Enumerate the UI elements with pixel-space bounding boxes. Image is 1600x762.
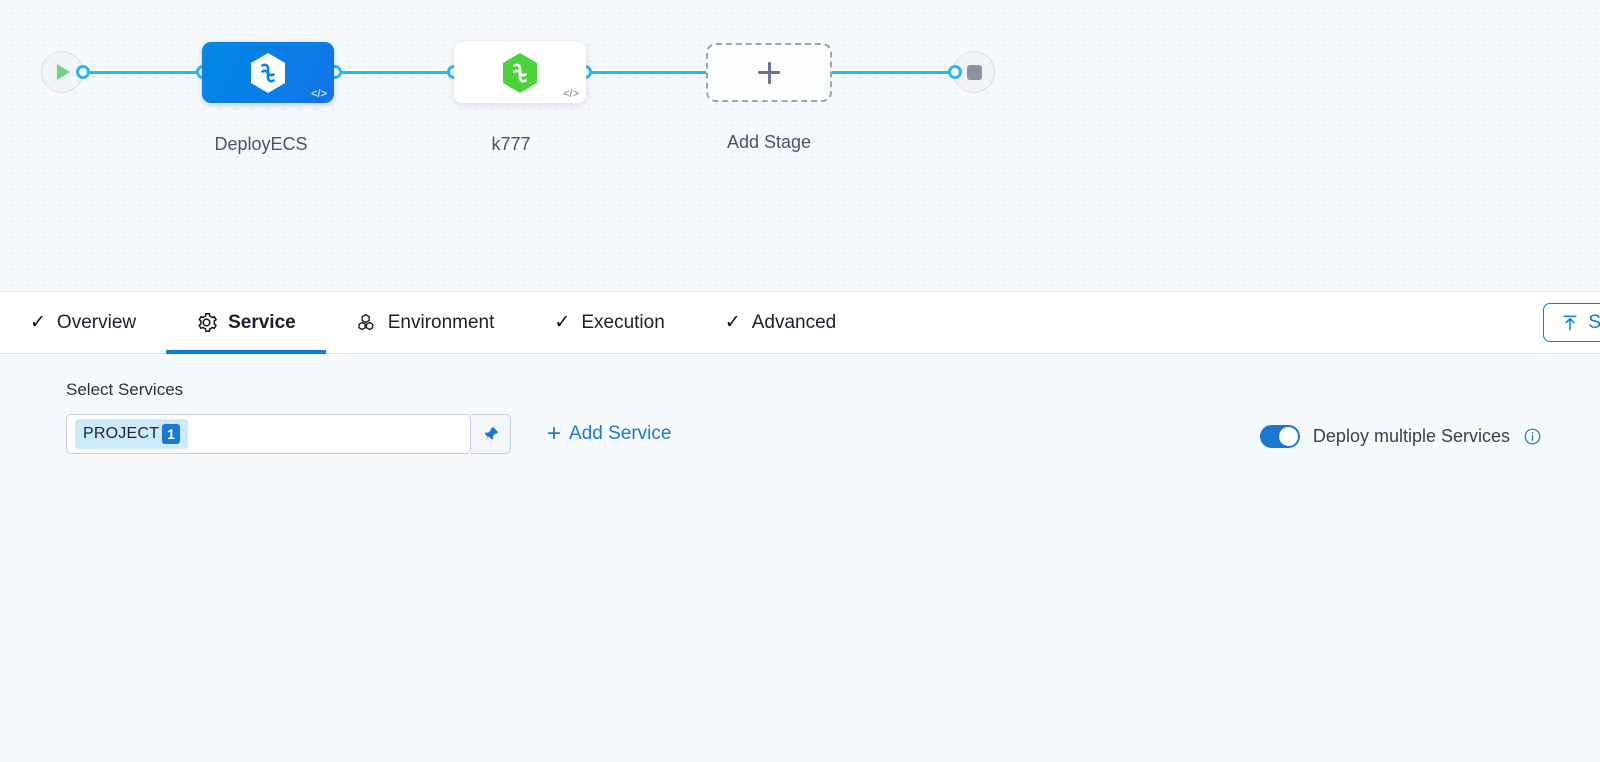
tab-label: Advanced: [751, 311, 837, 333]
select-services-label: Select Services: [66, 380, 184, 399]
project-scope-chip[interactable]: PROJECT 1: [75, 419, 189, 449]
harness-hexagon-icon: [251, 52, 285, 93]
save-button-label: S: [1588, 311, 1600, 333]
tab-label: Environment: [387, 311, 495, 333]
deploy-multiple-toggle-group[interactable]: Deploy multiple Services: [1259, 425, 1542, 448]
play-icon: [57, 64, 70, 80]
service-panel: Select Services PROJECT 1 + Add Service …: [0, 354, 1600, 762]
tab-label: Overview: [56, 311, 137, 333]
deploy-multiple-label: Deploy multiple Services: [1312, 426, 1510, 446]
tab-environment[interactable]: Environment: [326, 292, 525, 354]
plus-icon: +: [547, 420, 562, 447]
info-icon[interactable]: [1523, 427, 1542, 446]
add-stage-label: Add Stage: [726, 132, 812, 152]
hex-cluster-icon: [358, 313, 374, 331]
chip-count-badge: 1: [162, 424, 181, 444]
tab-label: Execution: [581, 311, 665, 333]
save-button[interactable]: S: [1543, 303, 1600, 342]
tab-service[interactable]: Service: [166, 292, 326, 354]
tab-advanced[interactable]: ✓ Advanced: [695, 292, 866, 354]
pipeline-edge: [580, 71, 708, 74]
pin-services-button[interactable]: [471, 414, 511, 454]
code-view-badge[interactable]: </>: [563, 88, 579, 100]
connector-port[interactable]: [76, 65, 90, 79]
pipeline-edge: [78, 71, 208, 74]
tab-overview[interactable]: ✓ Overview: [0, 292, 166, 354]
pin-icon: [484, 426, 498, 441]
connector-port[interactable]: [948, 65, 962, 79]
pipeline-edge: [330, 71, 458, 74]
tab-label: Service: [228, 311, 296, 333]
stop-icon: [966, 64, 982, 80]
check-icon: ✓: [30, 312, 46, 333]
plus-icon: [767, 61, 771, 84]
pipeline-edge: [830, 71, 972, 74]
add-stage-button[interactable]: [706, 43, 832, 102]
add-service-button[interactable]: + Add Service: [547, 422, 671, 446]
check-icon: ✓: [554, 312, 571, 333]
stage-tabbar: ✓ Overview Service Environment ✓ Executi…: [0, 292, 1600, 354]
harness-hexagon-icon: [503, 52, 537, 93]
deploy-multiple-toggle[interactable]: [1259, 425, 1300, 448]
stage-label-k777: k777: [491, 134, 531, 154]
pipeline-canvas[interactable]: </> DeployECS </> k777 Add Stage: [0, 0, 1600, 292]
add-service-label: Add Service: [569, 423, 672, 444]
stage-label-deployecs: DeployECS: [214, 134, 308, 154]
toggle-knob: [1278, 427, 1298, 446]
code-view-badge[interactable]: </>: [311, 88, 327, 100]
chip-label: PROJECT: [83, 425, 160, 442]
gear-icon: [198, 313, 218, 332]
start-node[interactable]: [41, 51, 83, 93]
pipeline-stage-deployecs[interactable]: </>: [202, 42, 334, 103]
pipeline-stage-k777[interactable]: </>: [454, 42, 586, 103]
check-icon: ✓: [724, 312, 741, 333]
tab-execution[interactable]: ✓ Execution: [524, 292, 694, 354]
services-input[interactable]: PROJECT 1: [66, 414, 471, 454]
save-arrow-icon: [1563, 315, 1577, 330]
